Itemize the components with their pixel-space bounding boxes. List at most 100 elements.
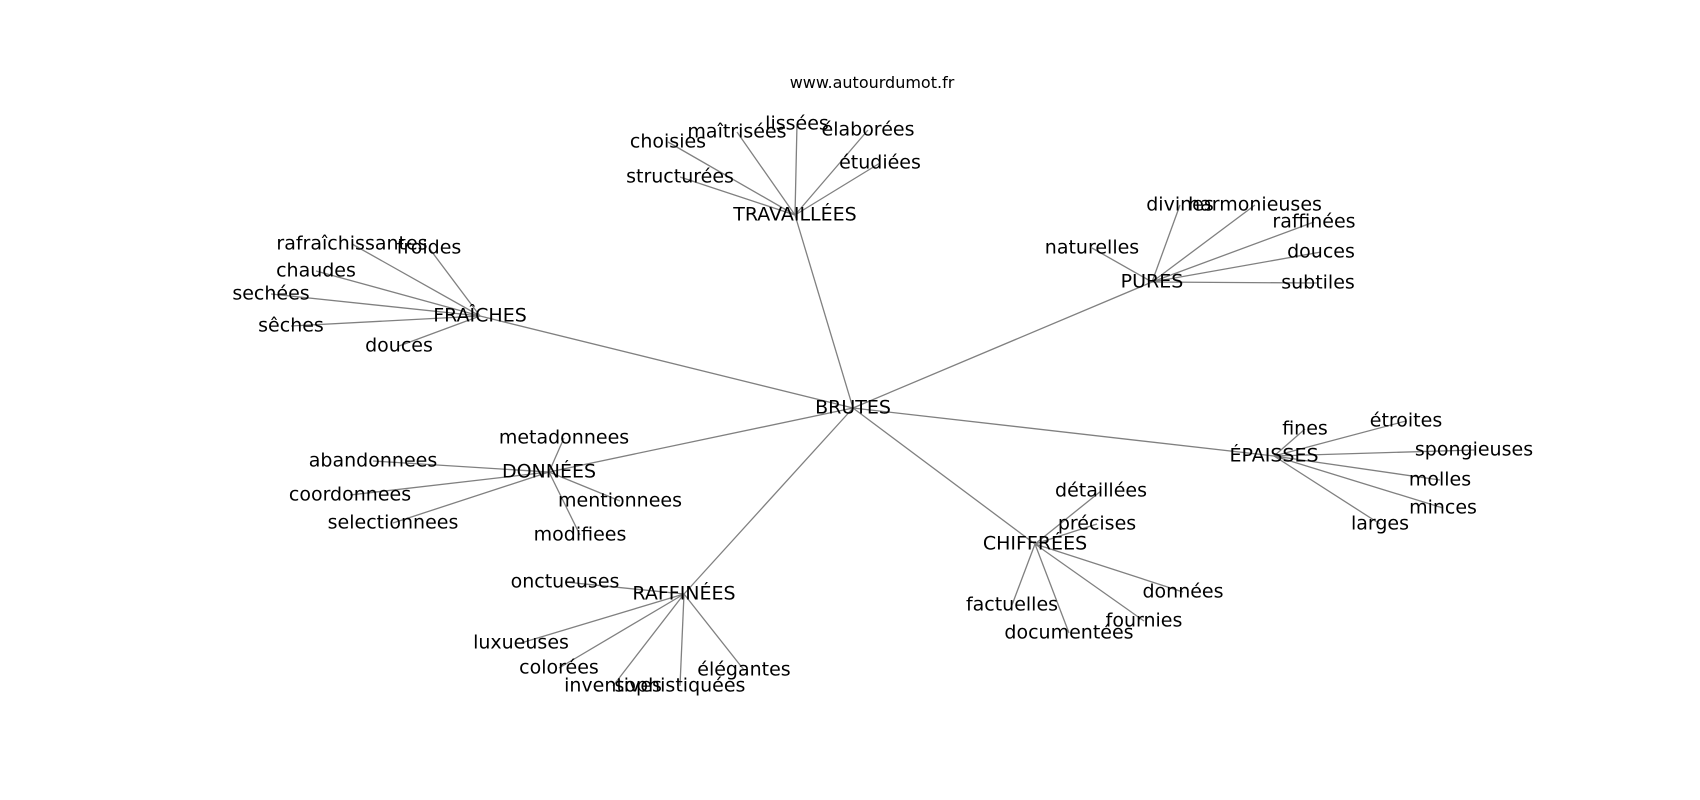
leaf-node-pures-3[interactable]: douces [1287, 241, 1355, 263]
leaf-node-raffinees-5[interactable]: élégantes [697, 659, 790, 681]
leaf-node-fraiches-0[interactable]: rafraîchissantes [276, 233, 427, 255]
leaf-node-epaisses-0[interactable]: fines [1282, 418, 1328, 440]
leaf-node-pures-4[interactable]: subtiles [1281, 272, 1355, 294]
edge-epaisses-leaf-1 [1273, 420, 1407, 457]
leaf-node-donnees-0[interactable]: metadonnees [499, 427, 629, 449]
edge-travaillees-leaf-2 [794, 123, 798, 216]
edge-chiffrees-leaf-3 [1034, 543, 1070, 634]
edge-epaisses-leaf-0 [1273, 428, 1306, 457]
graph-labels: www.autourdumot.fr BRUTES TRAVAILLÉES choi… [232, 73, 1533, 697]
edge-epaisses-leaf-2 [1273, 449, 1475, 457]
edge-center-pures [852, 281, 1153, 409]
edge-travaillees-leaf-3 [794, 129, 869, 216]
edge-fraiches-leaf-3 [270, 293, 481, 317]
leaf-node-donnees-1[interactable]: abandonnees [309, 450, 437, 472]
edge-pures-leaf-4 [1151, 281, 1319, 284]
leaf-node-travaillees-0[interactable]: choisies [630, 131, 706, 153]
edge-pures-leaf-2 [1151, 221, 1315, 283]
leaf-node-fraiches-1[interactable]: froides [397, 237, 462, 259]
edge-travaillees-leaf-0 [667, 141, 796, 216]
edge-donnees-leaf-2 [349, 471, 550, 496]
cluster-node-chiffrees[interactable]: CHIFFRÉES [983, 532, 1087, 555]
leaf-node-epaisses-5[interactable]: larges [1351, 513, 1409, 535]
edge-fraiches-leaf-4 [290, 315, 481, 327]
leaf-node-chiffrees-5[interactable]: données [1142, 581, 1223, 603]
leaf-node-raffinees-0[interactable]: onctueuses [511, 571, 620, 593]
edge-donnees-leaf-5 [548, 471, 581, 536]
edge-raffinees-leaf-4 [679, 593, 685, 687]
leaf-node-donnees-3[interactable]: selectionnees [328, 512, 459, 534]
cluster-node-pures[interactable]: PURES [1121, 271, 1184, 293]
edge-travaillees-leaf-1 [736, 131, 796, 216]
leaf-node-donnees-2[interactable]: coordonnees [289, 484, 411, 506]
leaf-node-pures-0[interactable]: divines [1146, 194, 1214, 216]
edge-donnees-leaf-4 [548, 471, 621, 502]
leaf-node-raffinees-4[interactable]: sophistiquées [615, 675, 746, 697]
leaf-node-epaisses-1[interactable]: étroites [1370, 410, 1442, 432]
edge-center-epaisses [852, 407, 1275, 457]
edge-center-chiffrees [852, 407, 1036, 545]
leaf-node-fraiches-3[interactable]: sechées [232, 283, 309, 305]
leaf-node-chiffrees-2[interactable]: factuelles [966, 594, 1058, 616]
edge-epaisses-leaf-5 [1273, 455, 1381, 525]
edge-raffinees-leaf-1 [520, 593, 685, 644]
leaf-node-epaisses-2[interactable]: spongieuses [1415, 439, 1533, 461]
leaf-node-pures-5[interactable]: naturelles [1045, 237, 1139, 259]
leaf-node-travaillees-4[interactable]: étudiées [839, 152, 921, 174]
leaf-node-fraiches-4[interactable]: sêches [258, 315, 324, 337]
edge-chiffrees-leaf-1 [1034, 523, 1098, 545]
cluster-node-raffinees[interactable]: RAFFINÉES [632, 582, 735, 605]
edge-raffinees-leaf-0 [564, 581, 685, 595]
leaf-node-travaillees-2[interactable]: lissées [765, 113, 829, 135]
edge-pures-leaf-0 [1151, 204, 1181, 283]
cluster-node-epaisses[interactable]: ÉPAISSES [1229, 444, 1318, 467]
leaf-node-donnees-5[interactable]: modifiees [534, 524, 627, 546]
leaf-node-pures-1[interactable]: harmonieuses [1188, 194, 1322, 216]
leaf-node-epaisses-3[interactable]: molles [1409, 469, 1471, 491]
edge-fraiches-leaf-0 [351, 243, 481, 317]
edge-pures-leaf-1 [1151, 204, 1256, 283]
edge-pures-leaf-5 [1091, 247, 1153, 283]
leaf-node-travaillees-1[interactable]: maîtrisées [687, 121, 786, 143]
edge-center-fraiches [479, 315, 854, 409]
edge-fraiches-leaf-5 [398, 315, 481, 347]
leaf-node-chiffrees-0[interactable]: détaillées [1055, 480, 1147, 502]
edge-pures-leaf-3 [1151, 251, 1322, 283]
leaf-node-travaillees-5[interactable]: structurées [626, 166, 734, 188]
leaf-node-donnees-4[interactable]: mentionnees [558, 490, 682, 512]
leaf-node-chiffrees-1[interactable]: précises [1058, 513, 1136, 535]
leaf-node-raffinees-2[interactable]: colorées [519, 657, 599, 679]
edge-raffinees-leaf-2 [558, 593, 685, 669]
leaf-node-epaisses-4[interactable]: minces [1409, 497, 1477, 519]
cluster-node-travaillees[interactable]: TRAVAILLÉES [732, 203, 856, 226]
edge-raffinees-leaf-3 [612, 593, 685, 687]
edge-raffinees-leaf-5 [683, 593, 745, 671]
cluster-node-donnees[interactable]: DONNÉES [502, 460, 596, 483]
edge-chiffrees-leaf-0 [1034, 490, 1102, 545]
site-url: www.autourdumot.fr [790, 73, 955, 92]
leaf-node-raffinees-3[interactable]: inventives [564, 675, 662, 697]
edge-center-donnees [548, 407, 854, 473]
edge-chiffrees-leaf-5 [1034, 543, 1184, 593]
leaf-node-travaillees-3[interactable]: élaborées [822, 119, 915, 141]
edge-center-travaillees [794, 214, 854, 409]
edge-donnees-leaf-3 [392, 471, 550, 524]
leaf-node-fraiches-2[interactable]: chaudes [276, 260, 356, 282]
edge-travaillees-leaf-5 [679, 176, 796, 216]
edge-epaisses-leaf-4 [1273, 455, 1444, 509]
edge-chiffrees-leaf-4 [1034, 543, 1145, 622]
leaf-node-chiffrees-3[interactable]: documentées [1004, 622, 1133, 644]
leaf-node-fraiches-5[interactable]: douces [365, 335, 433, 357]
center-node[interactable]: BRUTES [815, 397, 891, 419]
edge-donnees-leaf-1 [372, 460, 550, 473]
edge-center-raffinees [683, 407, 854, 595]
edge-chiffrees-leaf-2 [1011, 543, 1036, 606]
leaf-node-pures-2[interactable]: raffinées [1272, 211, 1355, 233]
graph-edges [270, 123, 1475, 687]
cluster-node-fraiches[interactable]: FRAÎCHES [433, 304, 527, 327]
edge-epaisses-leaf-3 [1273, 455, 1441, 481]
leaf-node-raffinees-1[interactable]: luxueuses [473, 632, 569, 654]
edge-travaillees-leaf-4 [794, 162, 881, 216]
leaf-node-chiffrees-4[interactable]: fournies [1106, 610, 1183, 632]
